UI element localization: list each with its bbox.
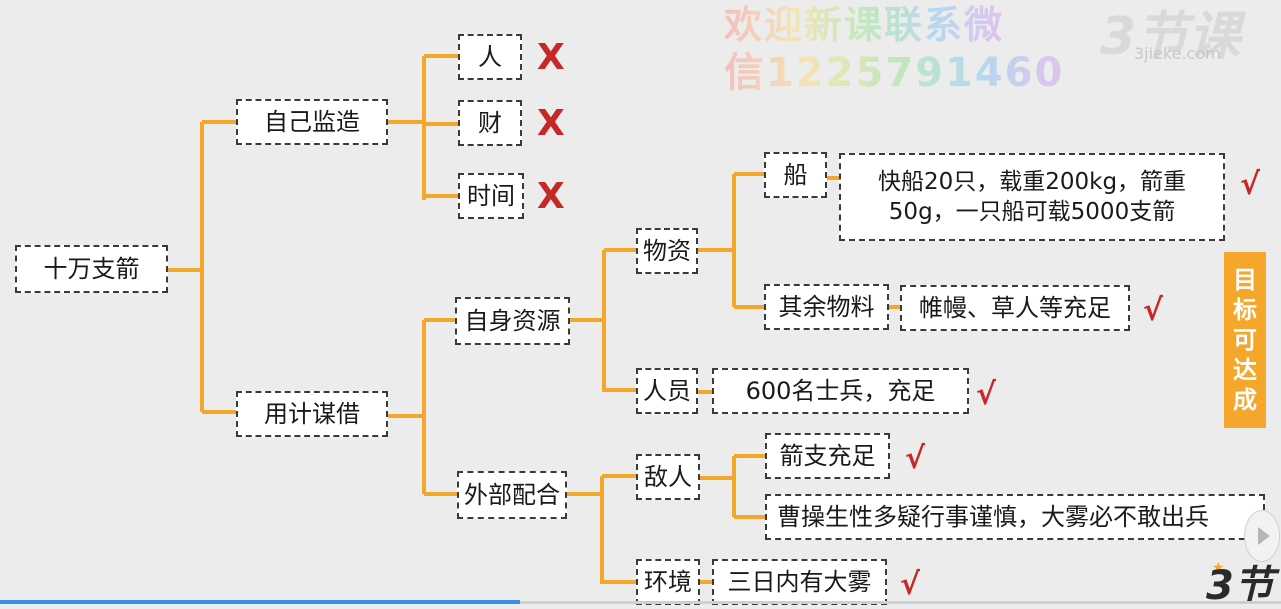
cross-mark-people: X	[537, 37, 565, 78]
check-mark-enemy-arrows: √	[905, 441, 926, 476]
detail-weather: 三日内有大雾	[712, 559, 887, 605]
video-progress-track[interactable]	[520, 601, 1281, 604]
node-personnel: 人员	[636, 368, 698, 414]
node-borrow: 用计谋借	[236, 391, 388, 437]
node-own-resources: 自身资源	[455, 297, 570, 345]
watermark-line-1: 欢迎新课联系微	[724, 0, 1004, 49]
detail-boat: 快船20只，载重200kg，箭重50g，一只船可载5000支箭	[839, 153, 1225, 241]
check-mark-weather: √	[900, 567, 921, 602]
goal-char-1: 目	[1233, 266, 1257, 294]
check-mark-personnel: √	[976, 377, 997, 412]
detail-other-materials: 帷幔、草人等充足	[900, 285, 1130, 331]
node-external: 外部配合	[457, 471, 567, 519]
detail-enemy-arrows: 箭支充足	[765, 433, 890, 479]
goal-char-5: 成	[1233, 386, 1257, 414]
goal-char-2: 标	[1233, 296, 1257, 324]
cross-mark-money: X	[537, 103, 565, 144]
node-time: 时间	[458, 173, 524, 219]
cross-mark-time: X	[537, 176, 565, 217]
detail-enemy-trait: 曹操生性多疑行事谨慎，大雾必不敢出兵	[765, 494, 1265, 540]
brand-logo-top-url: 3jieke.com	[1134, 44, 1221, 63]
star-icon: ★	[1212, 560, 1225, 576]
node-money: 财	[458, 100, 522, 146]
check-mark-other-materials: √	[1143, 293, 1164, 328]
video-progress-bar[interactable]	[0, 600, 520, 604]
node-boat: 船	[764, 152, 827, 198]
node-enemy: 敌人	[636, 454, 700, 500]
watermark-line-2: 信1225791460	[724, 40, 1064, 98]
check-mark-boat: √	[1240, 167, 1261, 202]
node-materials: 物资	[636, 228, 698, 274]
node-other-materials: 其余物料	[764, 284, 889, 330]
play-icon[interactable]	[1244, 510, 1280, 562]
brand-logo-top: 3节课 3jieke.com	[1100, 0, 1281, 70]
node-self-build: 自己监造	[236, 99, 388, 145]
goal-achievable-badge: 目 标 可 达 成	[1224, 252, 1266, 428]
brand-logo-top-text: 3节课	[1100, 7, 1241, 67]
goal-char-4: 达	[1233, 356, 1257, 384]
goal-char-3: 可	[1233, 326, 1257, 354]
detail-personnel: 600名士兵，充足	[712, 368, 969, 414]
node-people: 人	[458, 34, 522, 80]
node-environment: 环境	[636, 559, 700, 605]
root-node: 十万支箭	[15, 245, 168, 293]
brand-logo-bottom: 3节	[1206, 563, 1274, 609]
